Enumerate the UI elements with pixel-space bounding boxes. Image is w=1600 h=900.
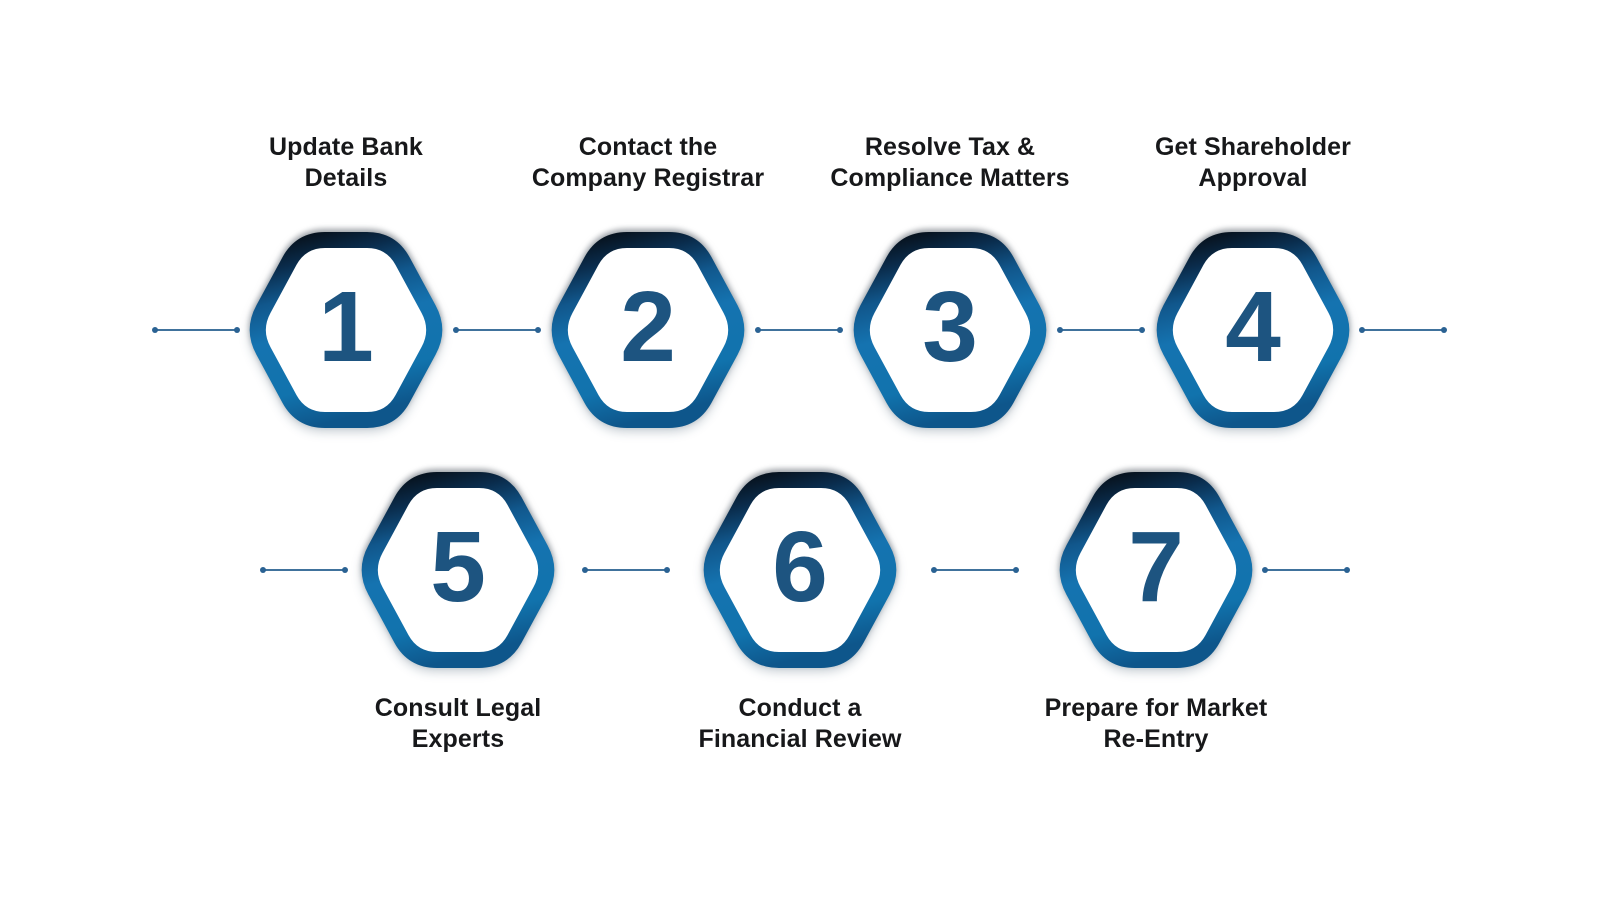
step-1-number: 1 [318,270,374,383]
hexagon-shape-icon [1156,232,1350,428]
hexagon-shape-icon [249,232,443,428]
connector-line [152,327,240,333]
hexagon-shape-icon [361,472,555,668]
step-7-label: Prepare for Market Re-Entry [1044,694,1268,753]
step-7-number: 7 [1128,510,1184,623]
step-3-number: 3 [922,270,978,383]
step-7-hexagon: 7 [1054,472,1258,668]
step-2-number: 2 [620,270,676,383]
connector-line [453,327,541,333]
connector-line [260,567,348,573]
step-6-label: Conduct a Financial Review [698,694,902,753]
step-4-label: Get Shareholder Approval [1155,133,1351,192]
step-3-label: Resolve Tax & Compliance Matters [830,133,1070,192]
step-5-hexagon: 5 [356,472,560,668]
step-6-number: 6 [772,510,828,623]
step-5-number: 5 [430,510,486,623]
connector-line [1057,327,1145,333]
step-2-label: Contact the Company Registrar [531,133,765,192]
hexagon-shape-icon [1059,472,1253,668]
step-1-hexagon: 1 [244,232,448,428]
step-4-hexagon: 4 [1151,232,1355,428]
hexagon-shape-icon [853,232,1047,428]
connector-line [1262,567,1350,573]
connector-line [931,567,1019,573]
step-4-number: 4 [1225,270,1281,383]
hexagon-shape-icon [703,472,897,668]
connector-line [755,327,843,333]
step-5-label: Consult Legal Experts [374,694,542,753]
connector-line [1359,327,1447,333]
step-3-hexagon: 3 [848,232,1052,428]
hexagon-shape-icon [551,232,745,428]
step-6-hexagon: 6 [698,472,902,668]
step-2-hexagon: 2 [546,232,750,428]
step-1-label: Update Bank Details [269,133,423,192]
connector-line [582,567,670,573]
